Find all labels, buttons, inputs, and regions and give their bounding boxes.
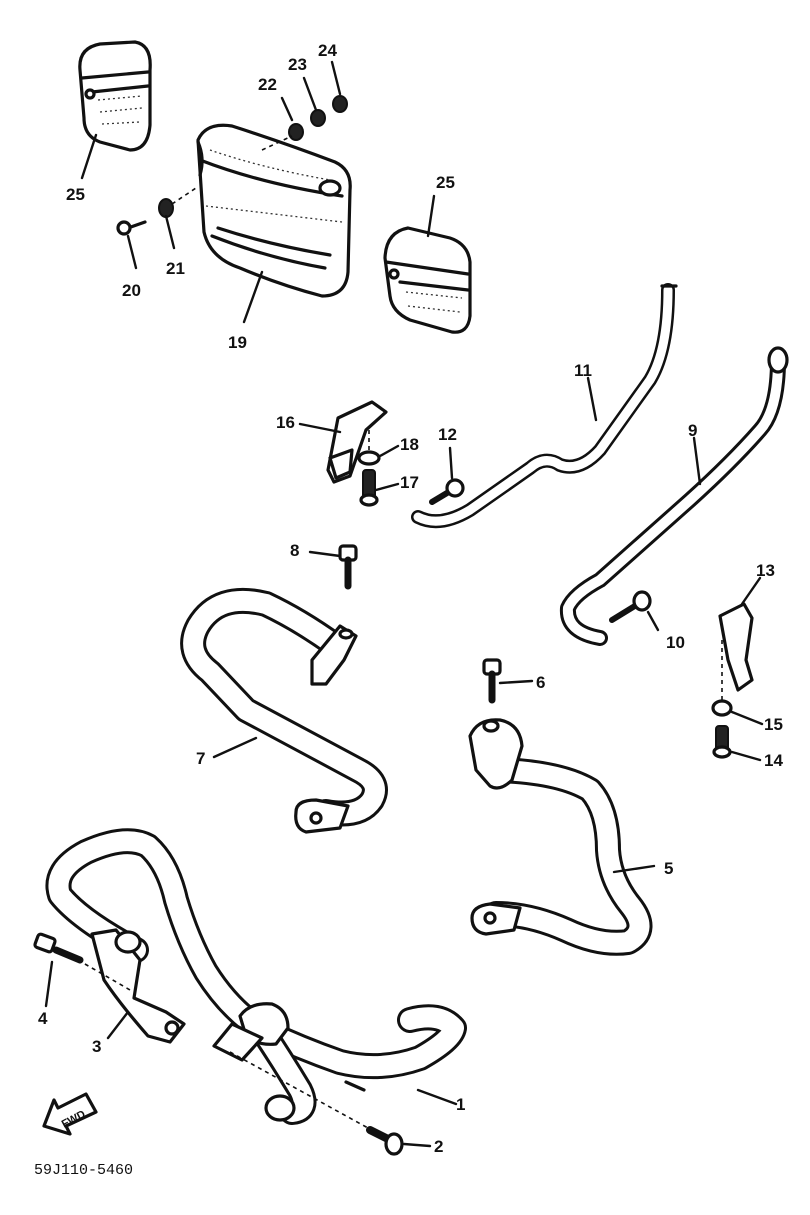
bolt-part-2 bbox=[229, 1051, 404, 1156]
label-part-5: 5 bbox=[664, 859, 673, 878]
bolt-part-12 bbox=[429, 478, 465, 505]
label-part-7: 7 bbox=[196, 749, 205, 768]
label-part-2: 2 bbox=[434, 1137, 443, 1156]
label-part-9: 9 bbox=[688, 421, 697, 440]
bolt-part-6 bbox=[482, 658, 502, 704]
label-part-22: 22 bbox=[258, 75, 277, 94]
bolt-part-8 bbox=[338, 544, 358, 590]
label-part-12: 12 bbox=[438, 425, 457, 444]
saddlebag-part-19 bbox=[196, 123, 352, 298]
support-bar-part-9 bbox=[559, 346, 789, 646]
bracket-part-13 bbox=[711, 602, 754, 759]
bolt-part-4 bbox=[33, 932, 84, 964]
crash-bar-part-1 bbox=[45, 828, 467, 1125]
label-part-11: 11 bbox=[574, 361, 592, 380]
label-part-23: 23 bbox=[288, 55, 307, 74]
bolt-part-10 bbox=[609, 590, 652, 623]
drawing-code: 59J110-5460 bbox=[34, 1162, 133, 1179]
support-bar-part-11 bbox=[411, 283, 678, 529]
label-part-21: 21 bbox=[166, 259, 185, 278]
label-part-3: 3 bbox=[92, 1037, 101, 1056]
label-part-19: 19 bbox=[228, 333, 247, 352]
label-part-15: 15 bbox=[764, 715, 783, 734]
label-part-25-right: 25 bbox=[436, 173, 455, 192]
label-part-24: 24 bbox=[318, 41, 337, 60]
guard-bar-part-5 bbox=[468, 718, 653, 956]
label-part-14: 14 bbox=[764, 751, 783, 770]
side-pouch-right-part-25 bbox=[383, 226, 472, 334]
label-part-4: 4 bbox=[38, 1009, 48, 1028]
part-number-labels: 1 2 3 4 5 6 7 8 9 10 11 12 13 14 15 16 1… bbox=[38, 41, 783, 1156]
label-part-13: 13 bbox=[756, 561, 775, 580]
label-part-25-left: 25 bbox=[66, 185, 85, 204]
label-part-10: 10 bbox=[666, 633, 685, 652]
label-part-18: 18 bbox=[400, 435, 419, 454]
label-part-1: 1 bbox=[456, 1095, 465, 1114]
label-part-20: 20 bbox=[122, 281, 141, 300]
label-part-17: 17 bbox=[400, 473, 419, 492]
label-part-16: 16 bbox=[276, 413, 295, 432]
bracket-part-16 bbox=[326, 400, 388, 507]
guard-bar-part-7 bbox=[180, 587, 388, 834]
small-hardware-20-24 bbox=[116, 95, 348, 236]
side-pouch-left-part-25 bbox=[78, 40, 152, 152]
label-part-8: 8 bbox=[290, 541, 299, 560]
forward-direction-arrow: FWD bbox=[42, 1092, 98, 1136]
label-part-6: 6 bbox=[536, 673, 545, 692]
leader-lines bbox=[44, 60, 764, 1148]
bracket-part-3 bbox=[77, 928, 186, 1044]
